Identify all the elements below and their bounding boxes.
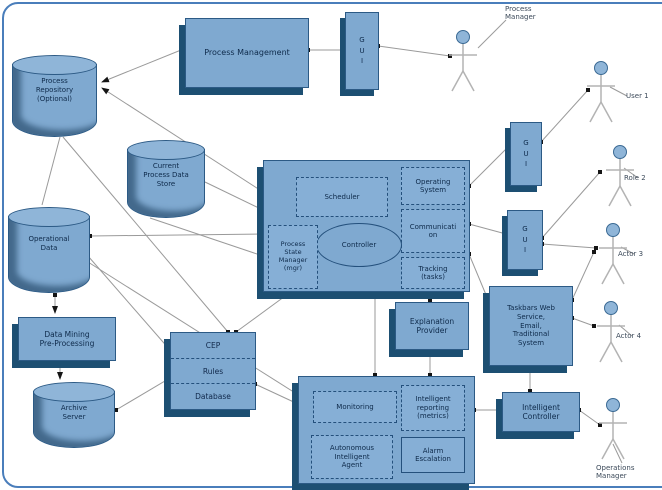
process-manager-actor [449,30,477,92]
gui-user-mid: G U I [507,210,543,270]
current-process-data-store-label: Current Process Data Store [143,162,189,188]
tracking-box: Tracking (tasks) [401,257,465,289]
intelligent-controller-box: Intelligent Controller [502,392,580,432]
actors [449,30,634,460]
data-mining-box: Data Mining Pre-Processing [18,317,116,361]
autonomous-agent-box: Autonomous Intelligent Agent [311,435,393,479]
actor3-label: Actor 3 [618,250,644,258]
actor4-actor [597,301,625,363]
database-section: Database [171,383,255,409]
monitoring-box: Monitoring [313,391,397,423]
process-management-box: Process Management [185,18,309,88]
cep-section: CEP [205,340,221,350]
current-process-data-store: Current Process Data Store [127,140,205,218]
connectors [41,19,639,464]
cep-rules-box: CEP Rules Database [170,332,256,410]
cylinder-body [8,216,90,293]
cylinder-top [8,207,90,227]
archive-datastore: Archive Server [33,382,115,448]
alarm-escalation-box: Alarm Escalation [401,437,465,473]
controller-ellipse: Controller [316,223,402,267]
actor4-label: Actor 4 [616,332,642,340]
workflow-engine-panel: Scheduler Operating System Communicati o… [263,160,470,292]
cylinder-top [127,140,205,160]
gui-process-manager: G U I [345,12,379,90]
operational-data-label: Operational Data [28,235,70,252]
operating-system-box: Operating System [401,167,465,205]
process-repository-datastore: Process Repository (Optional) [12,55,97,137]
role2-label: Role 2 [624,174,646,182]
rules-section: Rules [171,357,255,384]
operations-manager-label: Operations Manager [596,464,635,481]
actor3-actor [599,223,627,285]
cylinder-top [12,55,97,75]
user1-label: User 1 [626,92,649,100]
archive-label: Archive Server [60,404,88,421]
operational-data-datastore: Operational Data [8,207,90,293]
explanation-provider-box: Explanation Provider [395,302,469,350]
operations-manager-actor [599,398,627,460]
task-interfaces-box: Taskbars Web Service, Email, Traditional… [489,286,573,366]
cylinder-top [33,382,115,402]
intelligent-reporting-box: Intelligent reporting (metrics) [401,385,465,431]
process-manager-label: Process Manager [505,5,536,22]
agent-platform-panel: Monitoring Intelligent reporting (metric… [298,376,475,484]
role2-actor [606,145,634,207]
user1-actor [587,61,615,123]
cylinder-body [12,64,97,137]
process-state-manager-box: Process State Manager (mgr) [268,225,318,289]
process-repository-label: Process Repository (Optional) [35,77,74,103]
gui-user-top: G U I [510,122,542,186]
cylinder-body [127,149,205,218]
communication-box: Communicati on [401,209,465,253]
scheduler-box: Scheduler [296,177,388,217]
